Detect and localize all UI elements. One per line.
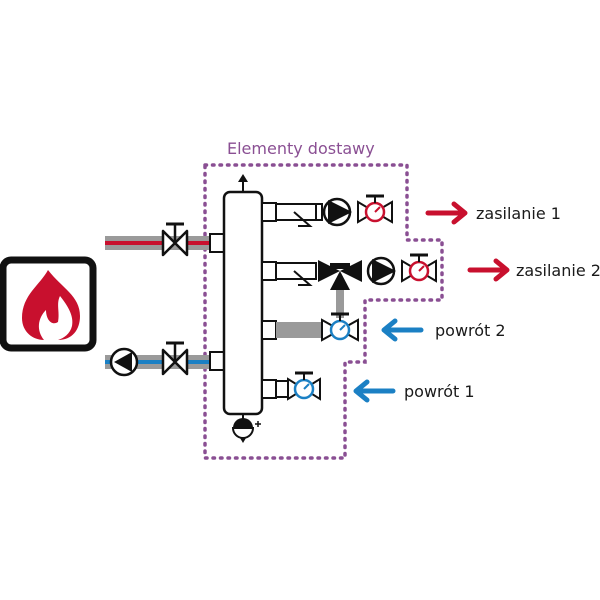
boiler-supply-valve [161,222,189,257]
flame-icon [22,270,80,340]
supply-1-arrow [425,201,468,225]
circuit-return-2 [276,312,359,342]
expansion-vessel-icon [231,414,261,443]
label-return-1: powrót 1 [404,382,475,401]
label-supply-1: zasilanie 1 [476,204,561,223]
delivery-scope-border [203,163,444,460]
heat-source [0,256,97,352]
manifold-ports [261,202,277,399]
label-return-2: powrót 2 [435,321,506,340]
return-2-arrow [381,318,424,342]
circuit-supply-2 [275,253,437,318]
hydraulic-manifold [209,174,264,443]
boiler-return-valve [161,341,189,376]
boiler-return-pump [109,347,139,377]
circuit-supply-1 [275,194,393,227]
label-supply-2: zasilanie 2 [516,261,600,280]
supply-2-arrow [467,258,510,282]
return-1-arrow [353,379,396,403]
delivery-scope-title: Elementy dostawy [227,139,375,158]
air-vent-icon [238,174,248,192]
three-way-valve-icon [318,260,362,290]
circuit-return-1 [275,371,321,401]
